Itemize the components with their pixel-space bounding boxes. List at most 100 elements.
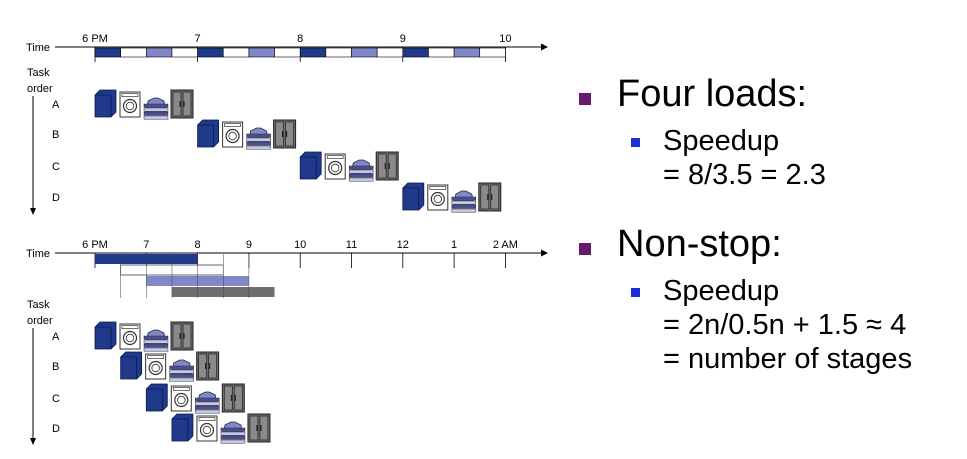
storer-door-left: [480, 184, 490, 210]
task-letter: B: [52, 129, 59, 141]
task-icon-row: [145, 383, 245, 414]
folder-icon: [348, 159, 374, 182]
washer-edge: [300, 156, 317, 179]
dryer-panel: [198, 417, 216, 421]
storer-door-left: [275, 121, 284, 147]
dryer-door-inner: [125, 333, 135, 343]
storer-door-right: [259, 415, 269, 441]
folder-stack-line: [451, 200, 477, 205]
folder-stack-line: [195, 405, 220, 410]
timeline-slot: [402, 47, 429, 58]
washer-body: [197, 119, 220, 148]
task-letter: A: [52, 99, 60, 111]
washer-body: [120, 351, 143, 380]
dryer-door: [328, 160, 343, 176]
dryer-door: [122, 98, 138, 114]
dryer-icon: [196, 415, 218, 442]
washer-edge: [171, 418, 189, 441]
hour-label: 12: [397, 239, 409, 251]
bullet-four-loads: Four loads:: [575, 72, 965, 116]
task-order-arrowhead: [30, 208, 36, 215]
storer-door-right: [182, 91, 192, 117]
washer-icon: [145, 383, 168, 412]
speedup-label: Speedup: [663, 275, 780, 307]
folder-stack-line: [143, 343, 169, 348]
folder-stack-line: [195, 409, 220, 414]
dryer-icon: [170, 385, 192, 412]
folder-stack-line: [246, 145, 271, 150]
folder-stack-line: [220, 427, 246, 432]
storer-door-left: [377, 153, 387, 179]
washer-icon: [299, 151, 322, 180]
dryer-door-inner: [433, 194, 442, 204]
time-label: Time: [26, 248, 50, 260]
storer-door-right: [208, 353, 217, 379]
time-axis-arrowhead: [541, 43, 548, 51]
timeline-slot: [376, 47, 404, 58]
timeline-slot: [453, 47, 481, 58]
washer-body: [171, 413, 194, 442]
storer-door-left: [172, 91, 182, 117]
folder-stack-line: [220, 439, 246, 444]
storer-door-left: [198, 353, 207, 379]
task-icon-row: [120, 351, 220, 382]
sub-bullet-speedup-four: Speedup = 8/3.5 = 2.3: [575, 124, 965, 192]
washer-body: [145, 383, 168, 412]
folder-stack-line: [169, 365, 194, 370]
bullet-list: Four loads: Speedup = 8/3.5 = 2.3 Non-st…: [575, 72, 965, 376]
folder-stack-line: [169, 373, 194, 378]
storer-door-right: [285, 121, 294, 147]
timeline-slot: [428, 47, 455, 58]
task-icon-row: [299, 151, 399, 182]
storer-icon: [170, 89, 194, 119]
folder-stack-line: [246, 133, 271, 138]
hour-label: 9: [400, 33, 406, 45]
task-label: Task: [27, 299, 50, 311]
dryer-door: [148, 360, 163, 376]
dryer-panel: [121, 325, 139, 329]
timeline-slot: [146, 47, 173, 58]
dryer-door: [430, 191, 445, 207]
folder-stack-line: [169, 377, 194, 382]
dryer-door-inner: [177, 395, 186, 405]
hour-label: 8: [195, 239, 201, 251]
folder-stack-line: [220, 431, 246, 436]
task-label: Task: [27, 67, 50, 79]
folder-icon: [451, 190, 477, 213]
dryer-panel: [326, 155, 344, 159]
storer-icon: [247, 413, 271, 443]
dryer-door: [174, 392, 189, 408]
dryer-icon: [427, 184, 449, 211]
storer-icon: [221, 383, 245, 413]
dryer-door-inner: [151, 363, 160, 373]
folder-icon: [143, 97, 169, 120]
washer-icon: [402, 182, 425, 211]
task-icon-row: [197, 119, 297, 150]
timeline-slot: [222, 47, 250, 58]
speedup-formula: = 8/3.5 = 2.3: [663, 159, 826, 191]
folder-stack-line: [451, 208, 477, 213]
storer-icon: [478, 182, 502, 212]
time-label: Time: [26, 42, 50, 54]
sub-bullet-square-icon: [631, 288, 640, 297]
timeline-slot: [197, 47, 224, 58]
folder-stack-line: [143, 103, 169, 108]
folder-icon: [195, 391, 220, 414]
washer-edge: [120, 356, 138, 379]
timeline-slot: [299, 47, 327, 58]
hour-label: 10: [294, 239, 306, 251]
dryer-door-inner: [331, 163, 340, 173]
timeline-slot: [248, 47, 275, 58]
dryer-door: [225, 128, 240, 144]
folder-stack-line: [143, 335, 169, 340]
task-letter: A: [52, 331, 60, 343]
folder-stack-line: [143, 107, 169, 112]
dryer-icon: [119, 91, 141, 118]
folder-stack-line: [451, 196, 477, 201]
folder-stack-line: [195, 401, 220, 406]
storer-door-left: [172, 323, 182, 349]
bullet-square-icon: [579, 93, 591, 105]
folder-stack-line: [348, 177, 374, 182]
speedup-conclusion: = number of stages: [663, 343, 913, 375]
